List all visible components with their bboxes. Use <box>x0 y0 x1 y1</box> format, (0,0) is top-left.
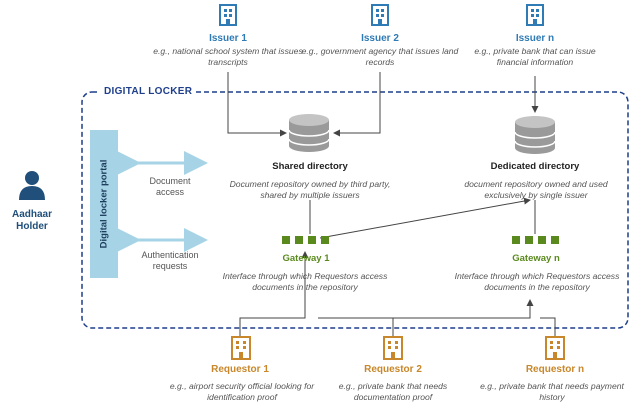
issuer-n-title: Issuer n <box>515 33 555 44</box>
database-icon <box>288 114 330 152</box>
building-icon <box>231 336 251 360</box>
gateway-icon <box>282 236 329 244</box>
database-icon <box>514 116 556 154</box>
connector-requestorn-gatewayn <box>540 317 556 336</box>
connector-requestor1-gateway1 <box>239 251 309 336</box>
connector-issuer2-shared <box>333 72 381 137</box>
requestor-2-title: Requestor 2 <box>364 364 422 375</box>
issuer-2-title: Issuer 2 <box>361 33 399 44</box>
digital-locker-portal: Digital locker portal <box>90 130 118 278</box>
gateway-1-title: Gateway 1 <box>282 253 330 264</box>
building-icon <box>545 336 565 360</box>
digital-locker-title: DIGITAL LOCKER <box>100 86 197 97</box>
authentication-requests-label: Authentication requests <box>141 250 199 271</box>
person-icon <box>19 171 45 200</box>
gateway-n-desc: Interface through which Requestors acces… <box>454 271 620 292</box>
shared-directory-desc: Document repository owned by third party… <box>229 179 391 200</box>
issuer-n-desc: e.g., private bank that can issue financ… <box>474 46 596 67</box>
digital-locker-border <box>81 91 629 329</box>
building-icon <box>371 4 389 26</box>
gateway-1-desc: Interface through which Requestors acces… <box>222 271 388 292</box>
gateway-n-title: Gateway n <box>512 253 560 264</box>
connector-issuer1-shared <box>227 72 287 137</box>
connector-gateway1-dedicated <box>319 197 531 239</box>
document-access-label: Document access <box>149 176 191 197</box>
aadhaar-holder-label: Aadhaar Holder <box>11 209 52 232</box>
requestor-n-desc: e.g., private bank that needs payment hi… <box>480 381 624 402</box>
requestor-1-title: Requestor 1 <box>211 364 269 375</box>
issuer-2-desc: e.g., government agency that issues land… <box>301 46 459 67</box>
gateway-icon <box>512 236 559 244</box>
requestor-n-title: Requestor n <box>525 364 585 375</box>
dedicated-directory-desc: document repository owned and used exclu… <box>464 179 608 200</box>
building-icon <box>526 4 544 26</box>
issuer-1-title: Issuer 1 <box>209 33 247 44</box>
issuer-1-desc: e.g., national school system that issues… <box>153 46 303 67</box>
requestor-1-desc: e.g., airport security official looking … <box>169 381 315 402</box>
building-icon <box>219 4 237 26</box>
digital-locker-portal-label: Digital locker portal <box>98 159 110 249</box>
requestor-2-desc: e.g., private bank that needs documentat… <box>338 381 448 402</box>
building-icon <box>383 336 403 360</box>
connector-requestor2-gateways <box>318 317 394 336</box>
connector-requestor2-gatewayn <box>393 299 534 319</box>
shared-directory-title: Shared directory <box>272 161 348 172</box>
dedicated-directory-title: Dedicated directory <box>490 161 580 172</box>
